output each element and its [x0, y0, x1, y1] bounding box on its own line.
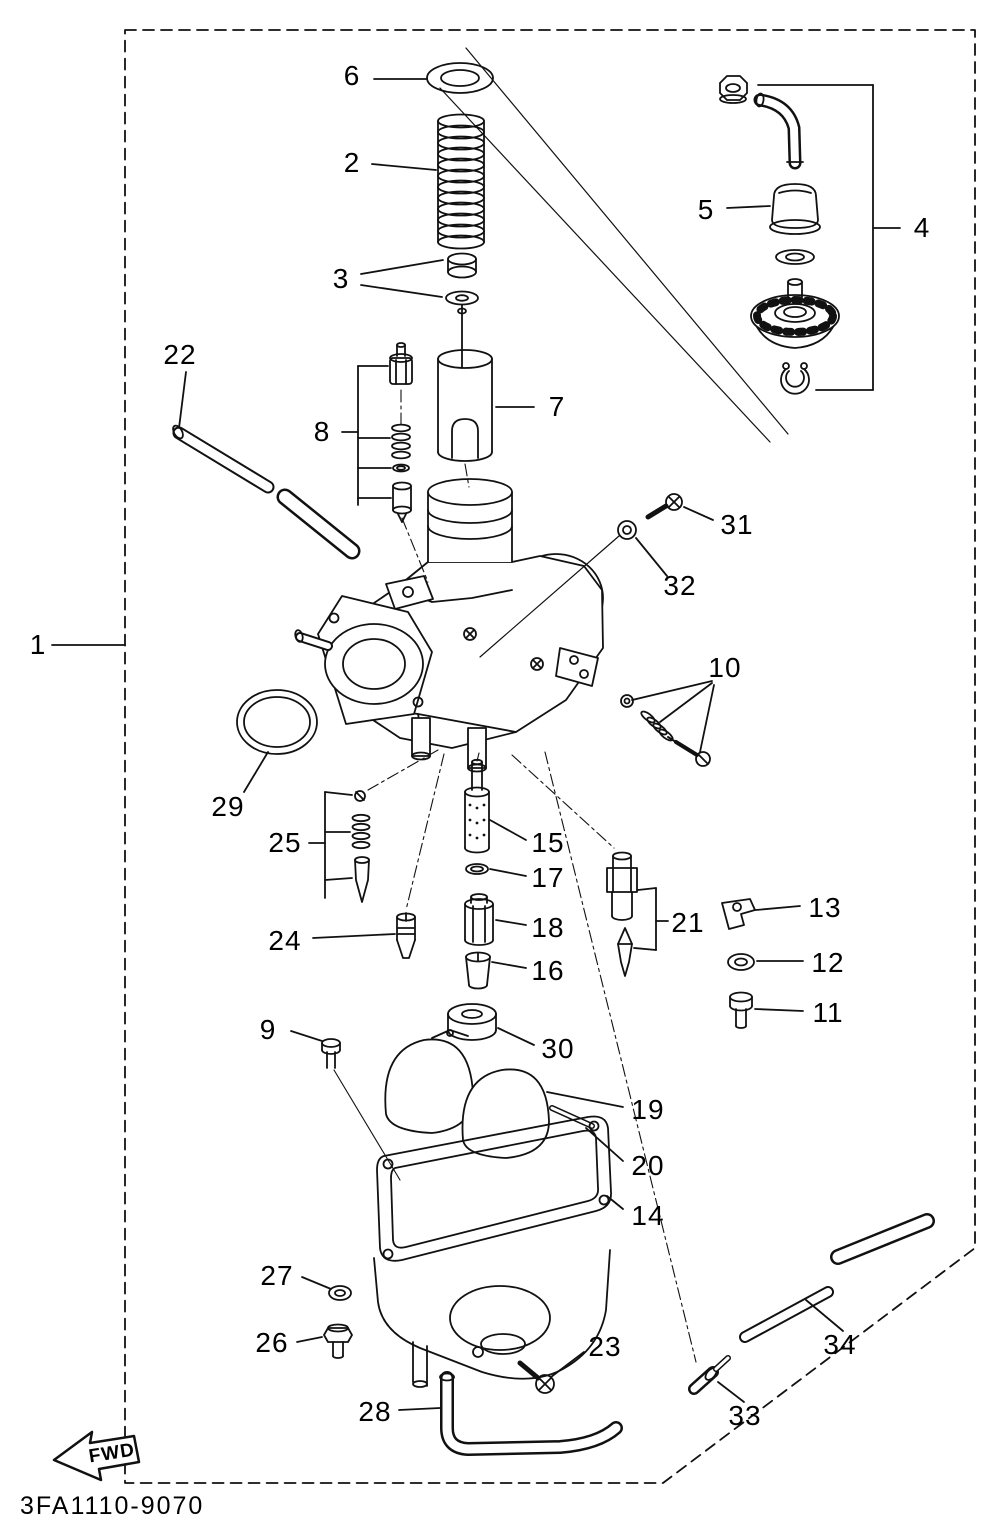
part-34-fuel-tubes: [739, 1213, 935, 1343]
carburetor-body: [294, 478, 604, 773]
part-label-27: 27: [260, 1260, 294, 1291]
part-label-33: 33: [728, 1400, 762, 1431]
part-9-screw: [290, 1030, 401, 1181]
part-label-11: 11: [812, 997, 844, 1028]
part-label-21: 21: [671, 907, 705, 938]
part-label-4: 4: [913, 212, 931, 243]
part-11-screw: [729, 991, 804, 1029]
part-label-5: 5: [697, 194, 715, 225]
part-label-17: 17: [531, 862, 565, 893]
part-label-23: 23: [588, 1331, 622, 1362]
part-2-throttle-spring: [371, 113, 485, 250]
part-33-fuel-joint: [688, 1355, 745, 1403]
part-20-float-pin: [549, 1105, 624, 1162]
part-label-25: 25: [268, 827, 302, 858]
part-label-30: 30: [541, 1033, 575, 1064]
part-label-32: 32: [663, 570, 697, 601]
part-14-gasket: [376, 1115, 624, 1262]
center-lines: [367, 389, 697, 1363]
part-7-throttle-slide: [437, 349, 535, 462]
part-19-floats: [384, 1029, 624, 1159]
part-25-air-screw-set: [308, 790, 371, 903]
part-label-10: 10: [708, 652, 742, 683]
part-22-breather-tubes: [172, 371, 361, 560]
part-4-cap-assembly: [439, 47, 901, 443]
part-26-bowl-screw: [296, 1323, 353, 1359]
part-label-9: 9: [259, 1014, 277, 1045]
part-6-cap-ring: [373, 62, 494, 94]
part-label-26: 26: [255, 1327, 289, 1358]
dashed-border: [124, 29, 976, 1484]
part-label-28: 28: [358, 1396, 392, 1427]
part-10-stop-screw-set: [620, 680, 715, 767]
part-31-screw: [645, 493, 714, 521]
part-label-3: 3: [332, 263, 350, 294]
part-28-overflow-tube: [398, 1371, 623, 1456]
float-bowl: [373, 1249, 611, 1388]
part-label-14: 14: [631, 1200, 665, 1231]
part-32-washer: [479, 520, 668, 658]
part-15-needle-jet: [464, 758, 527, 854]
part-label-7: 7: [548, 391, 566, 422]
part-8-adjuster-set: [341, 342, 413, 523]
part-16-main-jet: [465, 951, 527, 990]
part-label-2: 2: [343, 147, 361, 178]
part-label-19: 19: [631, 1094, 665, 1125]
part-3-spring-seat: [360, 252, 479, 369]
part-29-o-ring: [236, 689, 318, 793]
part-label-22: 22: [163, 339, 197, 370]
diagram-code: 3FA1110-9070: [20, 1492, 205, 1520]
part-13-clip-plate: [721, 898, 801, 930]
part-30-grommet: [447, 1003, 535, 1046]
part-18-jet-holder: [464, 893, 527, 946]
part-24-pilot-jet: [312, 912, 416, 959]
part-label-34: 34: [823, 1329, 857, 1360]
part-12-washer: [727, 953, 804, 971]
part-17-o-ring-small: [465, 863, 527, 877]
part-label-12: 12: [811, 947, 845, 978]
fwd-arrow: [52, 1430, 141, 1482]
part-label-20: 20: [631, 1150, 665, 1181]
part-label-13: 13: [808, 892, 842, 923]
part-label-15: 15: [531, 827, 565, 858]
part-label-1: 1: [29, 629, 47, 660]
part-label-6: 6: [343, 60, 361, 91]
part-label-16: 16: [531, 955, 565, 986]
part-27-washer: [301, 1276, 352, 1301]
part-label-8: 8: [313, 416, 331, 447]
part-21-needle-valve: [606, 851, 669, 977]
part-label-18: 18: [531, 912, 565, 943]
part-label-31: 31: [720, 509, 754, 540]
part-label-24: 24: [268, 925, 302, 956]
part-label-29: 29: [211, 791, 245, 822]
part-23-drain-screw: [517, 1351, 585, 1394]
